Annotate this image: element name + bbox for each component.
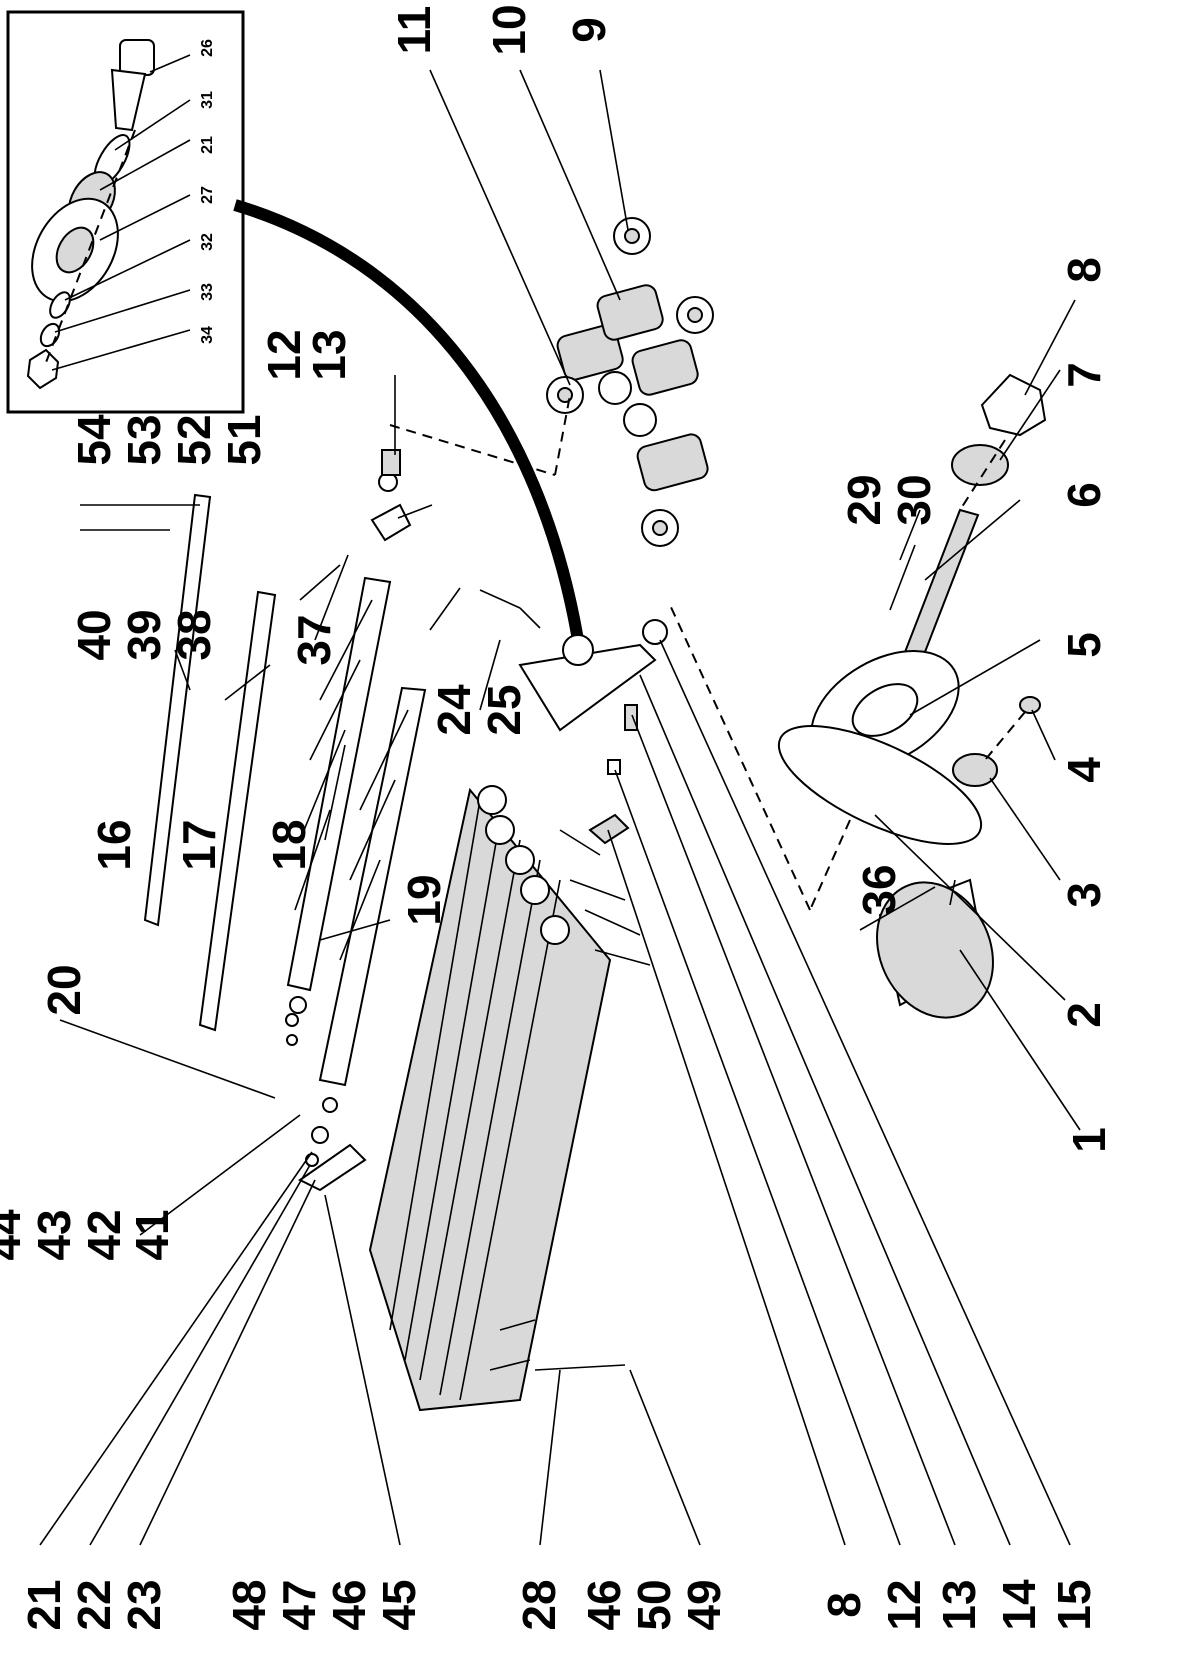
callout-17: 17 [173,819,225,870]
callout-38: 38 [168,609,220,660]
callout-6: 6 [1058,482,1110,508]
callout-41: 41 [126,1209,178,1260]
callout-47: 47 [273,1579,325,1630]
chain-guide-part-14 [518,643,657,732]
callout-22: 22 [68,1579,120,1630]
callout-49: 49 [678,1579,730,1630]
callout-36: 36 [853,864,905,915]
callout-11: 11 [388,6,440,55]
rod-part-17 [198,590,277,1032]
callout-30: 30 [888,474,940,525]
callout-12-bottom: 12 [878,1579,930,1630]
callout-21: 21 [18,1579,70,1630]
callout-52: 52 [168,414,220,465]
callout-54: 54 [68,414,120,466]
callout-18: 18 [263,819,315,870]
callout-13-bottom: 13 [933,1579,985,1630]
callout-50: 50 [628,1579,680,1630]
motor-part-1 [876,878,994,1019]
inset-label-34: 34 [199,326,216,344]
callout-24: 24 [428,684,480,736]
callout-5: 5 [1058,632,1110,658]
callout-15: 15 [1048,1579,1100,1630]
bearing-block-part-8 [980,373,1047,437]
nut-part-34 [26,348,60,390]
inset-label-31: 31 [199,91,216,109]
small-pulley-part-3 [952,753,998,787]
callout-51: 51 [218,414,270,465]
collar-part-7 [951,444,1009,486]
callout-16: 16 [88,819,140,870]
callout-8-top: 8 [1058,257,1110,283]
callout-25: 25 [478,684,530,735]
shaft-part-6 [898,508,980,672]
inset-label-27: 27 [199,186,216,204]
callout-43: 43 [28,1209,80,1260]
detail-connector [233,199,584,642]
callout-numbers: 1 2 3 4 5 6 7 8 9 10 11 12 13 54 53 52 5… [0,4,1115,1630]
callout-37: 37 [288,614,340,665]
motor-drive-assembly [669,373,1047,1019]
callout-20: 20 [38,964,90,1015]
inset-label-32: 32 [199,233,216,251]
callout-9: 9 [563,17,615,43]
callout-14: 14 [993,1579,1045,1631]
belt-part-2 [777,725,983,845]
callout-40: 40 [68,609,120,660]
callout-53: 53 [118,414,170,465]
callout-10: 10 [483,4,535,55]
callout-7: 7 [1058,362,1110,388]
callout-39: 39 [118,609,170,660]
detail-inset: 26 31 21 27 32 33 34 [6,10,245,414]
callout-29: 29 [838,474,890,525]
inset-label-26: 26 [199,39,216,57]
callout-48: 48 [223,1579,275,1630]
callout-42: 42 [78,1209,130,1260]
callout-28: 28 [513,1579,565,1630]
callout-1: 1 [1063,1127,1115,1153]
callout-4: 4 [1058,757,1110,783]
callout-23: 23 [118,1579,170,1630]
callout-2: 2 [1058,1002,1110,1028]
inset-label-21: 21 [199,136,216,154]
callout-13-top: 13 [303,329,355,380]
callout-leaders [39,69,1081,1546]
callout-46-left: 46 [323,1579,375,1630]
callout-46-right: 46 [578,1579,630,1630]
roller-frame-assembly [298,785,651,1412]
callout-8-bottom: 8 [818,1592,870,1618]
spiral-roller-part-19 [318,686,427,1087]
inset-label-33: 33 [199,283,216,301]
rod-part-16 [143,493,212,927]
callout-19: 19 [398,874,450,925]
bushing-part-4 [1019,696,1041,714]
callout-45: 45 [373,1579,425,1630]
callout-3: 3 [1058,882,1110,908]
callout-12-top: 12 [258,329,310,380]
sprocket-chain-cluster [546,217,714,547]
shaft-part-26 [110,39,155,132]
callout-44: 44 [0,1209,30,1261]
spiral-roller-part-18 [286,576,392,992]
